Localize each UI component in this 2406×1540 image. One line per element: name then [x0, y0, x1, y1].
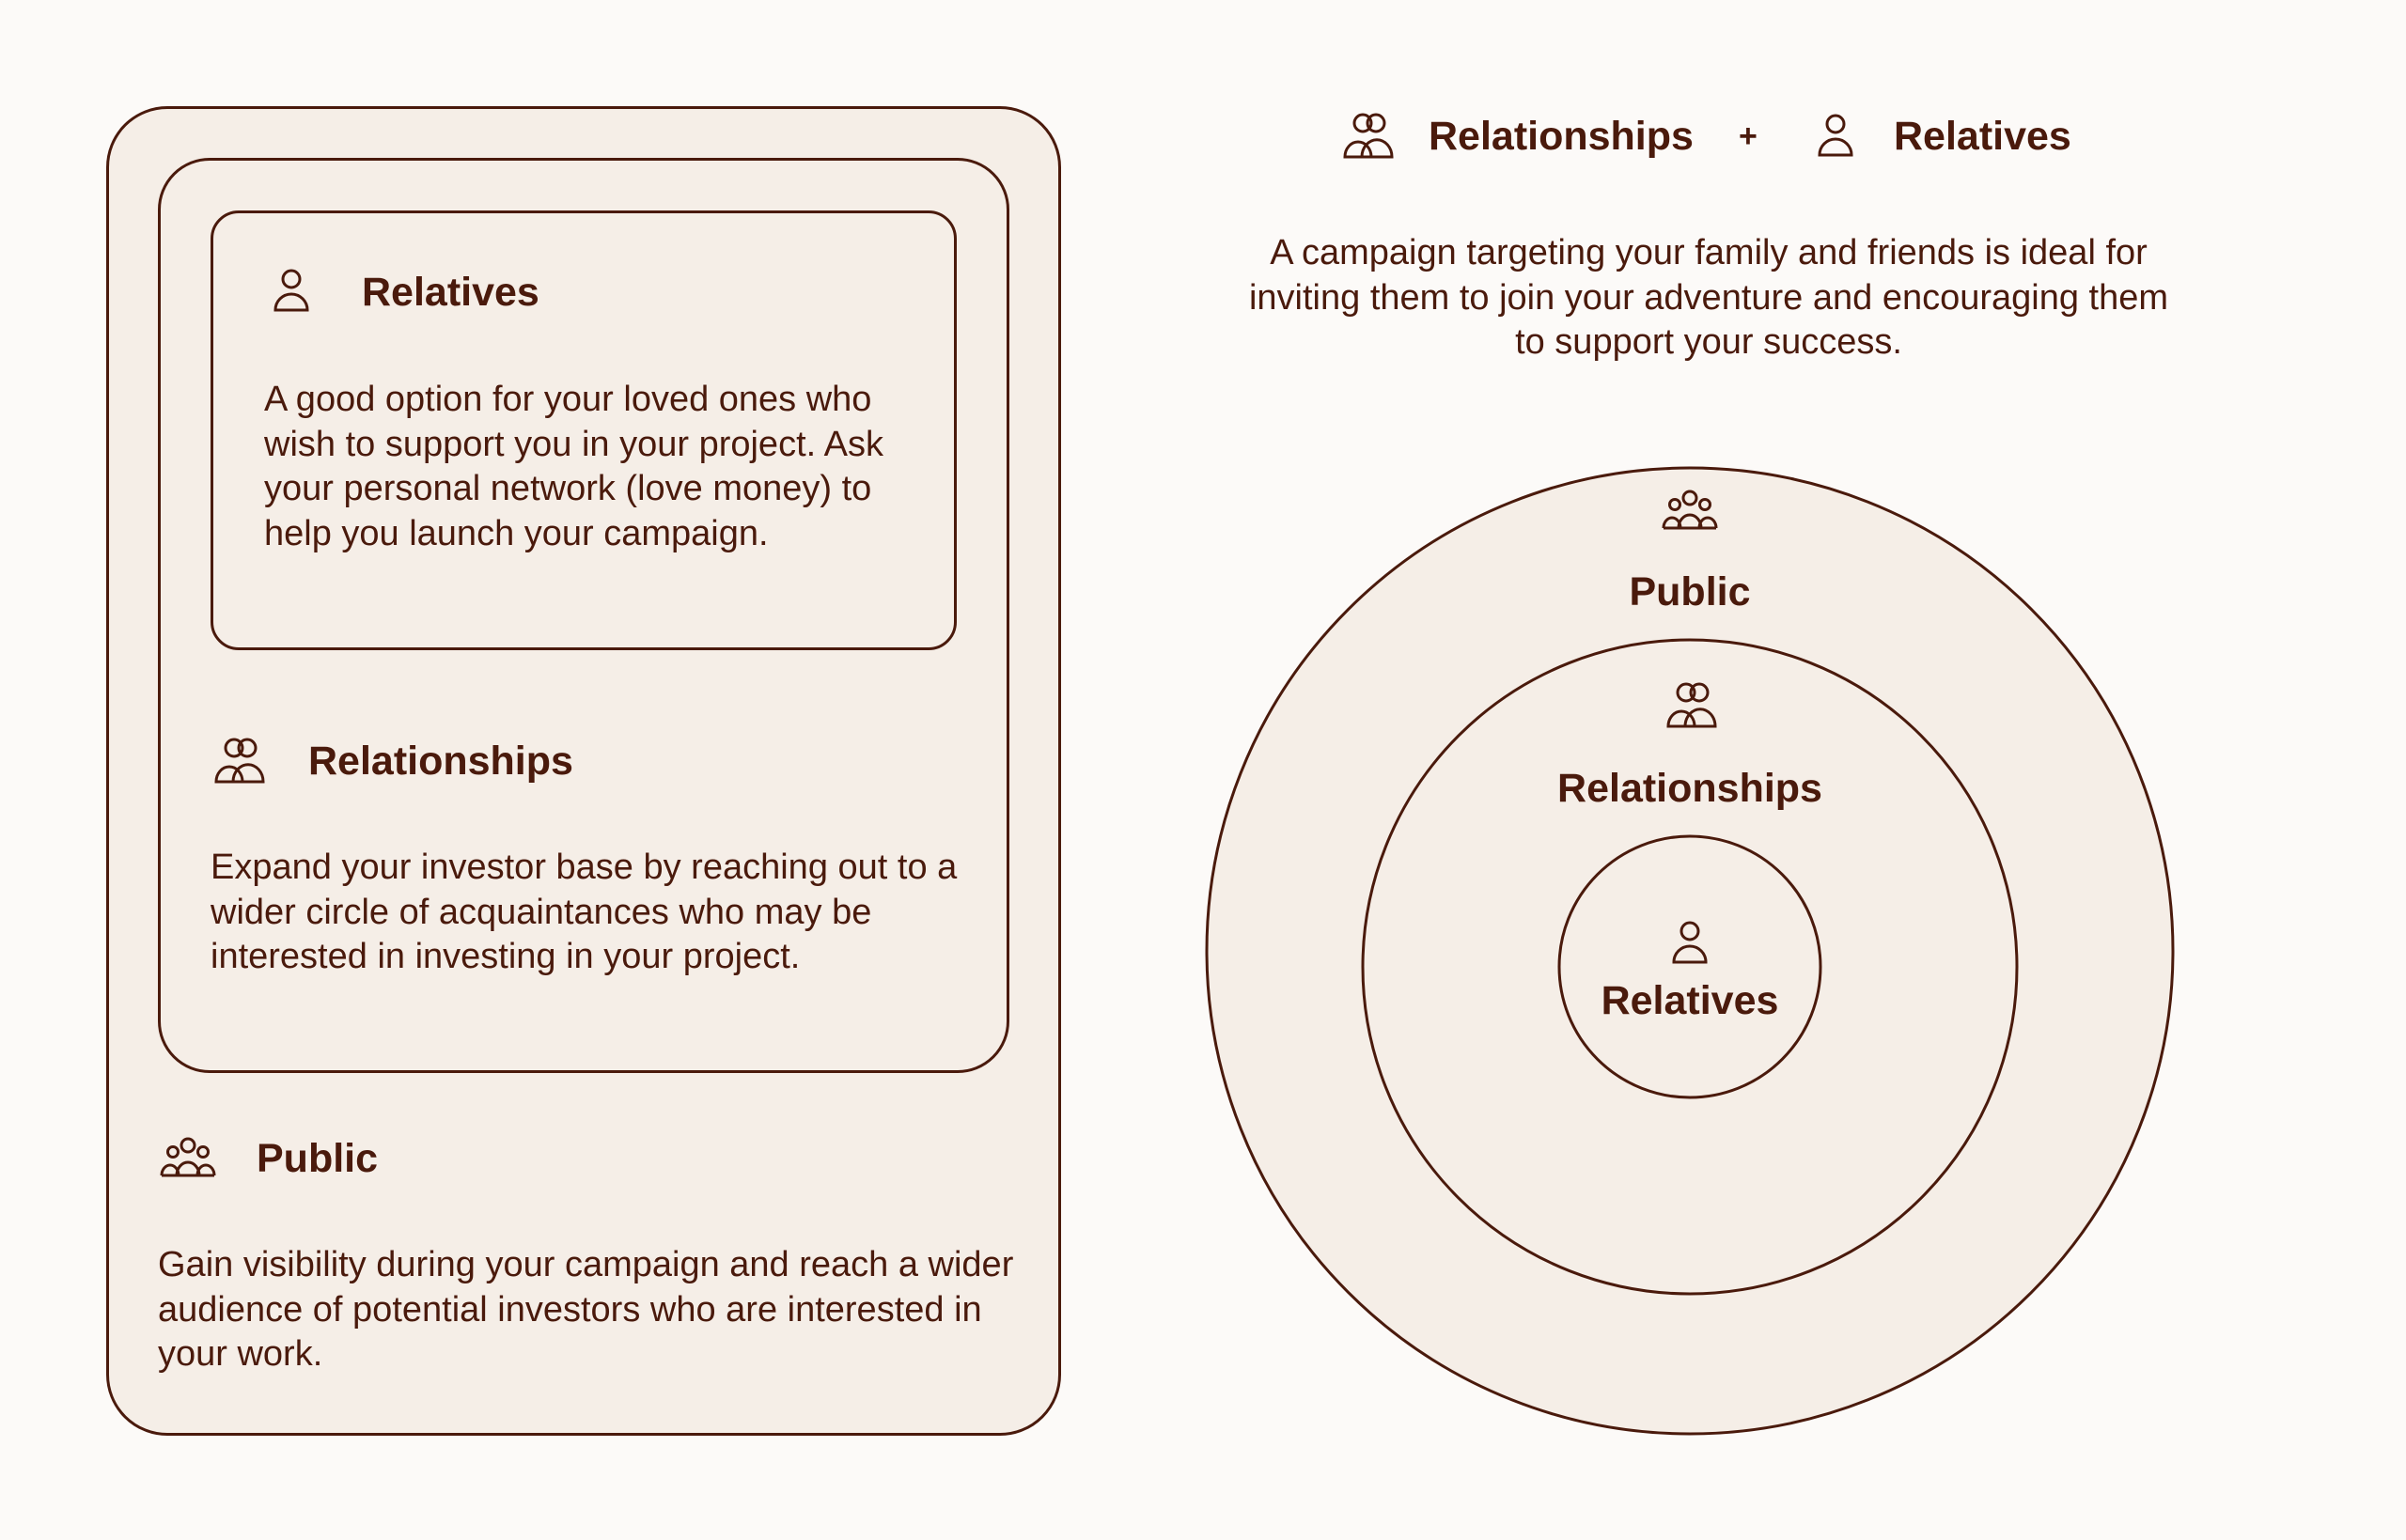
description: A campaign targeting your family and fri… — [1248, 233, 2169, 362]
relatives-text: A good option for your loved ones who wi… — [264, 380, 883, 553]
relatives-box — [211, 210, 957, 650]
circle-label-relatives: Relatives — [1601, 978, 1779, 1023]
inner-circle — [1557, 834, 1822, 1099]
person-icon — [1672, 921, 1708, 964]
public-text: Gain visibility during your campaign and… — [158, 1245, 1014, 1374]
relationships-text: Expand your investor base by reaching ou… — [211, 848, 958, 976]
group-icon — [1662, 490, 1718, 530]
circle-label-relationships: Relationships — [1557, 766, 1822, 811]
plus-sign: + — [1739, 118, 1758, 154]
circle-label-public: Public — [1629, 569, 1751, 614]
public-title: Public — [257, 1136, 379, 1181]
header-relationships: Relationships — [1429, 114, 1694, 159]
header-relatives: Relatives — [1894, 114, 2071, 159]
two-people-icon — [1666, 682, 1717, 728]
relatives-title: Relatives — [362, 270, 539, 315]
relationships-title: Relationships — [308, 739, 573, 784]
